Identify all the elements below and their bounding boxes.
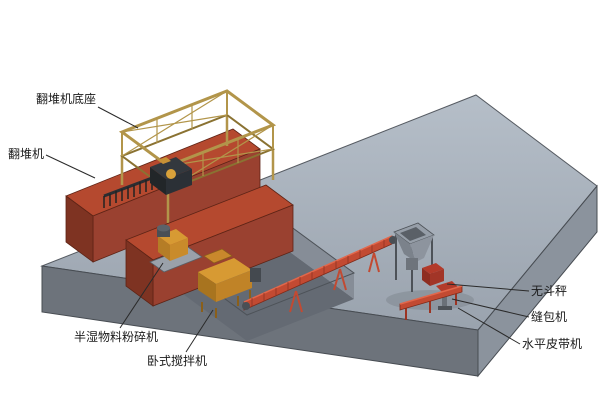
turner-motor [158,157,171,164]
sewing-head [436,281,458,292]
crusher-motor [157,228,170,237]
mixer-top [198,258,252,284]
truss-verticals [156,105,239,176]
turner-body-top [150,157,192,179]
scale-top [422,263,444,274]
hopper-taper-left [394,232,416,262]
inclined-conveyor [242,235,397,313]
conveyor-belt-edge [243,235,393,303]
mixer-legs [201,290,251,318]
label-scale: 无斗秤 [531,284,567,298]
leader-crusher [119,262,164,329]
crusher-top [158,229,188,245]
wall-end-face [65,195,94,263]
label-crusher: 半湿物料粉碎机 [74,329,158,344]
wall-end-face [125,239,154,307]
label-turner: 翻堆机 [8,147,44,161]
weigh-hopper-unit [393,222,435,292]
leader-turner-base [97,106,139,129]
label-turner-base: 翻堆机底座 [36,91,96,106]
turner-wheel [166,169,176,179]
label-mixer: 卧式搅拌机 [147,353,207,368]
truss-x-bracing [121,90,274,191]
hopper-mouth [400,227,426,241]
leader-scale [446,283,530,292]
conveyor-legs [289,252,380,313]
bag-sewing-machine [436,281,458,310]
conveyor-lattice [251,240,385,306]
mixer-motor [250,268,261,282]
mixer-hopper [203,248,233,264]
leader-turner [45,154,96,179]
tail-pulley [242,302,250,310]
leader-mixer [185,309,214,353]
leader-sewing [451,298,530,318]
label-sewing: 缝包机 [531,309,567,324]
crusher [149,224,203,273]
crusher-front [158,236,170,261]
bagless-scale [422,263,444,286]
leader-lines [45,106,530,353]
hopper-taper-right [410,235,434,262]
turner-body-front [150,167,166,195]
crusher-side [170,238,188,261]
horizontal-belt-conveyor [399,285,463,320]
sewing-post [442,290,447,308]
mixer-side [216,270,252,302]
labels: 翻堆机底座 翻堆机 半湿物料粉碎机 卧式搅拌机 无斗秤 缝包机 水平皮带机 [8,91,582,368]
horizontal-mixer [198,248,261,318]
turner-body-side [166,169,192,195]
scale-side [430,269,444,286]
belt-legs [405,293,457,320]
label-belt: 水平皮带机 [522,337,582,351]
scale-front [422,268,430,286]
pit-wall-right [290,226,354,299]
sewing-base [438,306,452,310]
belt-surface [399,285,463,305]
crusher-motor-cap [157,224,170,232]
leader-belt [457,307,521,345]
mixer-front [198,272,216,302]
slab-side-face [477,184,598,378]
compost-turner [103,157,192,208]
hopper-outlet [406,258,418,270]
